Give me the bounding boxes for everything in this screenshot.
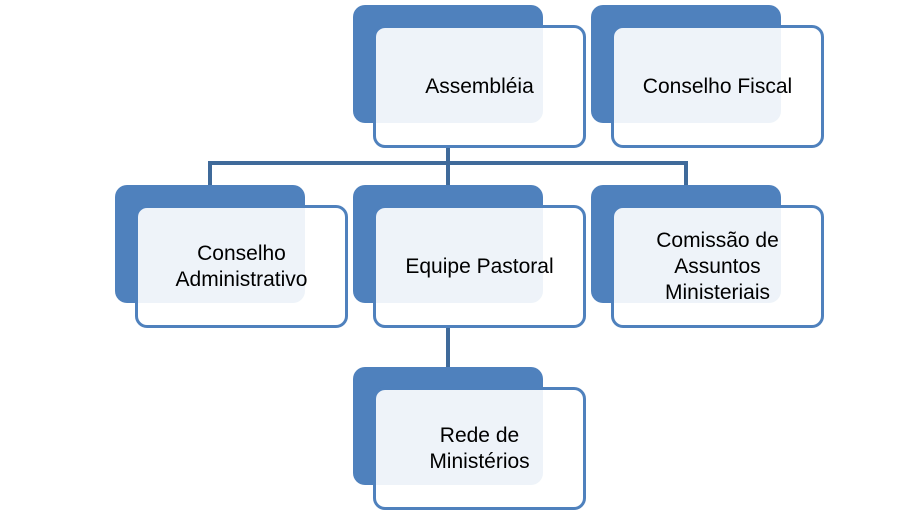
node-conselho-fiscal[interactable]: Conselho Fiscal [591,5,824,149]
node-label: Conselho Administrativo [175,241,308,291]
node-box: Equipe Pastoral [373,205,586,328]
node-equipe-pastoral[interactable]: Equipe Pastoral [353,185,586,329]
node-box: Conselho Fiscal [611,25,824,148]
node-assembleia[interactable]: Assembléia [353,5,586,149]
node-conselho-administrativo[interactable]: Conselho Administrativo [115,185,348,329]
node-label: Conselho Fiscal [642,74,793,98]
node-box: Rede de Ministérios [373,387,586,510]
node-comissao-assuntos-ministeriais[interactable]: Comissão de Assuntos Ministeriais [591,185,824,329]
node-rede-de-ministerios[interactable]: Rede de Ministérios [353,367,586,511]
node-label: Rede de Ministérios [429,423,530,473]
node-box: Conselho Administrativo [135,205,348,328]
node-box: Comissão de Assuntos Ministeriais [611,205,824,328]
node-label: Equipe Pastoral [405,254,554,278]
node-box: Assembléia [373,25,586,148]
node-label: Comissão de Assuntos Ministeriais [656,228,779,304]
node-label: Assembléia [425,74,534,98]
